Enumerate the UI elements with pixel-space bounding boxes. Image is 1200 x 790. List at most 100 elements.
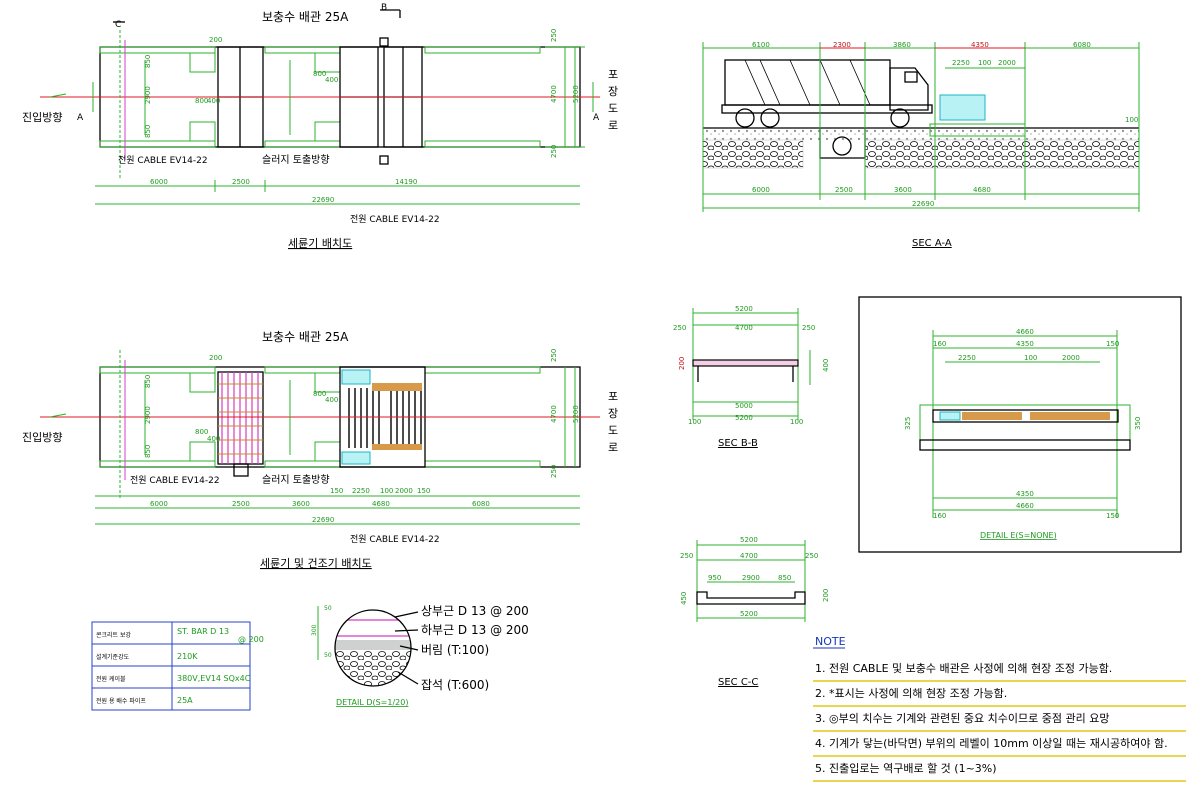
section-c-marker: C xyxy=(115,20,121,30)
second-plan-road-char-4: 로 xyxy=(608,441,618,454)
sec-aa-dim-2300: 2300 xyxy=(833,41,851,49)
detail-d-dim-50a: 50 xyxy=(324,605,332,612)
sec-bb-dim-100b: 100 xyxy=(790,418,803,426)
sec-bb-dim-5000: 5000 xyxy=(735,402,753,410)
top-plan-dim-400b: 400 xyxy=(325,76,338,84)
sec-bb-dim-400: 400 xyxy=(822,359,830,372)
top-plan-dim-right-5200: 5200 xyxy=(572,85,580,103)
sec-cc-dim-bottom-5200: 5200 xyxy=(740,610,758,618)
second-plan-dim-right-4700: 4700 xyxy=(550,405,558,423)
section-a-marker-right: A xyxy=(593,113,600,123)
detail-e-dim-2000: 2000 xyxy=(1062,354,1080,362)
detail-d-view xyxy=(317,606,419,687)
second-plan-dim-6080: 6080 xyxy=(472,500,490,508)
sec-aa-dim-3860: 3860 xyxy=(893,41,911,49)
top-plan-dim-800a: 800 xyxy=(195,97,208,105)
top-plan-pipe-label: 보충수 배관 25A xyxy=(262,10,349,24)
sec-cc-dim-250b: 250 xyxy=(805,552,818,560)
sec-bb-title: SEC B-B xyxy=(718,438,758,449)
detail-e-title: DETAIL E(S=NONE) xyxy=(980,531,1057,540)
second-plan-road-char-2: 장 xyxy=(608,407,618,420)
second-plan-dim-800b: 800 xyxy=(313,390,326,398)
sec-bb-dim-4700: 4700 xyxy=(735,324,753,332)
second-plan-road-char-1: 포 xyxy=(608,390,618,403)
top-plan-dim-2500: 2500 xyxy=(232,178,250,186)
spec-row-3-value: 380V,EV14 SQx4C xyxy=(177,674,251,683)
second-plan-dim-right-250a: 250 xyxy=(550,349,558,362)
detail-e-dim-bottom-4350: 4350 xyxy=(1016,490,1034,498)
note-item-5: 5. 진출입로는 역구배로 할 것 (1~3%) xyxy=(815,762,997,775)
detail-d-gravel-label: 잡석 (T:600) xyxy=(421,678,489,692)
detail-e-dim-bottom-4660: 4660 xyxy=(1016,502,1034,510)
note-item-4: 4. 기계가 닿는(바닥면) 부위의 레벨이 10mm 이상일 때는 재시공하여… xyxy=(815,736,1168,750)
second-plan-dim-sub-2250: 2250 xyxy=(352,487,370,495)
sec-cc-dim-450: 450 xyxy=(680,592,688,605)
second-plan-pipe-label: 보충수 배관 25A xyxy=(262,330,349,344)
second-plan-dim-400b: 400 xyxy=(325,396,338,404)
second-plan-dim-4680: 4680 xyxy=(372,500,390,508)
second-plan-title: 세륜기 및 건조기 배치도 xyxy=(260,557,372,570)
second-plan-road-char-3: 도 xyxy=(608,424,618,437)
second-plan-dim-200: 200 xyxy=(209,354,222,362)
sec-cc-dim-4700: 4700 xyxy=(740,552,758,560)
top-plan-dim-total: 22690 xyxy=(312,196,334,204)
note-item-3: 3. ◎부의 치수는 기계와 관련된 중요 치수이므로 중점 관리 요망 xyxy=(815,712,1109,725)
top-plan-cable-label: 전원 CABLE EV14-22 xyxy=(118,155,208,166)
spec-row-1-value: ST. BAR D 13 xyxy=(177,627,229,636)
sec-cc-dim-2900: 2900 xyxy=(742,574,760,582)
sec-aa-title: SEC A-A xyxy=(912,238,952,249)
second-plan-entry-label: 진입방향 xyxy=(22,431,62,444)
sec-aa-dim-4350: 4350 xyxy=(971,41,989,49)
sec-bb-dim-5200: 5200 xyxy=(735,305,753,313)
note-item-1: 1. 전원 CABLE 및 보충수 배관은 사정에 의해 현장 조정 가능함. xyxy=(815,661,1112,675)
sec-aa-dim-100: 100 xyxy=(978,59,991,67)
detail-e-dim-160: 160 xyxy=(933,340,946,348)
top-plan-dim-200: 200 xyxy=(209,36,222,44)
detail-e-dim-bottom-160: 160 xyxy=(933,512,946,520)
top-plan-dim-850b: 850 xyxy=(144,125,152,138)
sec-aa-dim-2000: 2000 xyxy=(998,59,1016,67)
sec-bb-dim-250b: 250 xyxy=(802,324,815,332)
detail-e-view xyxy=(858,296,1182,553)
sec-cc-dim-850: 850 xyxy=(778,574,791,582)
top-plan-dim-right-250b: 250 xyxy=(550,145,558,158)
top-plan-title: 세륜기 배치도 xyxy=(288,237,352,250)
notes-underlines xyxy=(813,647,1186,782)
sec-aa-dim-bottom-2500: 2500 xyxy=(835,186,853,194)
second-plan-dim-sub-100: 100 xyxy=(380,487,393,495)
second-plan-view xyxy=(40,350,600,525)
second-plan-dim-2500: 2500 xyxy=(232,500,250,508)
second-plan-cable-bottom-label: 전원 CABLE EV14-22 xyxy=(350,534,440,545)
top-plan-dim-2900: 2900 xyxy=(144,86,152,104)
second-plan-dim-400a: 400 xyxy=(207,435,220,443)
top-plan-view xyxy=(40,9,600,205)
section-b-marker: B xyxy=(381,3,387,13)
second-plan-dim-total: 22690 xyxy=(312,516,334,524)
top-plan-dim-400a: 400 xyxy=(207,97,220,105)
top-plan-road-char-1: 포 xyxy=(608,68,618,81)
sec-cc-dim-250a: 250 xyxy=(680,552,693,560)
second-plan-dim-right-250b: 250 xyxy=(550,465,558,478)
second-plan-dim-2900: 2900 xyxy=(144,406,152,424)
top-plan-dim-800b: 800 xyxy=(313,70,326,78)
spec-row-1-label: 콘크리트 보강 xyxy=(96,631,132,639)
spec-row-3-label: 전원 케이블 xyxy=(96,675,126,683)
spec-row-4-label: 전원 용 배수 파이프 xyxy=(96,697,146,705)
sec-bb-dim-5200b: 5200 xyxy=(735,414,753,422)
detail-e-dim-325: 325 xyxy=(904,417,912,430)
sec-cc-dim-5200: 5200 xyxy=(740,536,758,544)
sec-cc-title: SEC C-C xyxy=(718,677,758,688)
top-plan-road-char-4: 로 xyxy=(608,119,618,132)
section-aa-view xyxy=(702,42,1140,212)
detail-e-dim-4350: 4350 xyxy=(1016,340,1034,348)
section-a-marker-left: A xyxy=(77,113,84,123)
second-plan-dim-3600: 3600 xyxy=(292,500,310,508)
second-plan-slurry-label: 슬러지 토출방향 xyxy=(262,474,330,486)
top-plan-cable-bottom-label: 전원 CABLE EV14-22 xyxy=(350,214,440,225)
top-plan-entry-label: 진입방향 xyxy=(22,111,62,124)
detail-d-dim-50b: 50 xyxy=(324,652,332,659)
top-plan-road-char-2: 장 xyxy=(608,85,618,98)
detail-e-dim-2250: 2250 xyxy=(958,354,976,362)
second-plan-dim-sub-2000: 2000 xyxy=(395,487,413,495)
